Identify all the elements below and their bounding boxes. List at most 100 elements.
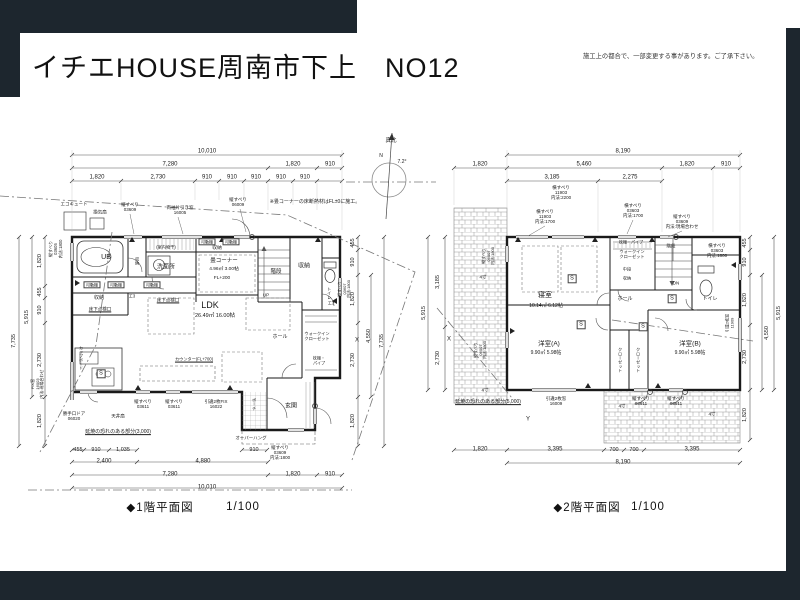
annotation-label: エ3 <box>327 300 335 306</box>
annotation-label: FL+200 <box>213 276 231 282</box>
annotation-label: ※畳コーナーの床断熱材はFL±0に施工。 <box>269 199 361 206</box>
annotation-label: 横すべり 03603 内法:1700 <box>622 203 644 219</box>
annotation-label: 縦すべり 06007 内法:1800 <box>481 246 496 266</box>
annotation-label: エ3 <box>128 293 136 299</box>
dimension-label: 5,915 <box>420 306 427 320</box>
dimension-label: 910 <box>36 305 43 315</box>
annotation-label: ホール <box>617 296 633 303</box>
annotation-label: 延焼の恐れのある部分(3,000) <box>85 429 151 436</box>
annotation-label: UB <box>101 253 111 261</box>
annotation-label: 10.14㎡ 6.12帖 <box>529 303 563 310</box>
shutter-symbol: S <box>667 294 677 304</box>
dimension-label: 1,820 <box>472 446 488 453</box>
annotation-label: 縦すべり 03607 内法:1800 <box>337 279 352 299</box>
annotation-label: 縦すべり 03605 内法:1800 <box>47 239 63 259</box>
dimension-label: 910 <box>299 174 311 181</box>
annotation-label: DN <box>672 280 680 286</box>
dimension-label: 10,010 <box>197 148 217 155</box>
annotation-label: カップボード <box>79 346 84 370</box>
annotation-label: 縦すべり 06007 内法:1800 <box>473 340 488 360</box>
annotation-label: 階段 <box>270 268 282 275</box>
annotation-label: クローゼット <box>636 347 642 373</box>
north-label: 真北 <box>385 138 397 144</box>
dimension-label: 1,820 <box>285 471 301 478</box>
dimension-label: 5,460 <box>576 161 592 168</box>
annotation-label: ポーチ <box>252 397 258 411</box>
annotation-label: 床下点検口 <box>156 297 180 303</box>
dimension-label: 10,010 <box>197 484 217 491</box>
dimension-label: 1,820 <box>89 174 105 181</box>
dimension-label: 7,735 <box>378 334 385 348</box>
dimension-label: 910 <box>249 446 259 453</box>
annotation-label: 可動棚 <box>107 281 125 289</box>
shutter-symbol: S <box>96 369 106 379</box>
annotation-label: ウォークイン クローゼット <box>304 331 330 341</box>
dimension-label: 4,550 <box>763 326 770 340</box>
annotation-label: 天井扇 <box>111 413 125 419</box>
annotation-label: 4.96㎡ 3.00帖 <box>209 267 239 273</box>
annotation-label: 収納 <box>93 295 105 302</box>
first-floor-caption: ◆1階平面図 <box>126 502 194 514</box>
first-floor-scale: 1/100 <box>226 501 260 513</box>
annotation-label: 横すべり 11903 内法:2200 <box>550 185 572 201</box>
border-bar-right <box>786 28 800 600</box>
border-bar-left <box>0 0 20 97</box>
shutter-symbol: S <box>567 274 577 284</box>
dimension-label: 3,395 <box>547 446 563 453</box>
dimension-label: 2,275 <box>622 174 638 181</box>
annotation-label: 畳コーナー <box>210 257 238 264</box>
dimension-label: 1,820 <box>36 414 43 428</box>
shutter-symbol: S <box>576 320 586 330</box>
annotation-label: 延焼の恐れのある部分(5,000) <box>455 399 521 406</box>
dimension-label: 1,820 <box>349 414 356 428</box>
annotation-label: 縦すべり 03611 <box>667 395 685 406</box>
dimension-label: 1,820 <box>679 161 695 168</box>
annotation-label: 枕棚・パイプ <box>619 239 643 245</box>
annotation-label: 可動棚 <box>143 281 161 289</box>
dimension-label: 910 <box>275 174 287 181</box>
annotation-label: 寝室 <box>538 291 552 299</box>
dimension-label: 455 <box>349 238 356 248</box>
dimension-label: 700 <box>629 446 639 453</box>
annotation-label: 縦すべり 03611 <box>632 395 650 406</box>
dimension-label: 2,730 <box>150 174 166 181</box>
annotation-label: Y <box>525 416 531 423</box>
annotation-label: 階段 <box>666 243 676 249</box>
annotation-label: 可動棚 <box>198 238 216 246</box>
dimension-label: 1,820 <box>472 161 488 168</box>
dimension-label: 8,190 <box>615 459 631 466</box>
dimension-label: 910 <box>349 257 356 267</box>
annotation-label: トイレ <box>702 296 718 303</box>
north-angle-label: 7.2° <box>397 159 407 165</box>
dimension-label: 910 <box>741 257 748 267</box>
annotation-label: 可動棚 <box>83 281 101 289</box>
annotation-label: 9.90㎡ 5.98帖 <box>530 350 562 357</box>
dimension-label: 5,915 <box>23 310 30 324</box>
annotation-label: UP <box>262 292 270 298</box>
north-n-label: N <box>379 153 383 159</box>
dimension-label: 2,730 <box>434 351 441 365</box>
dimension-label: 910 <box>250 174 262 181</box>
annotation-label: 縦すべり 03611 <box>134 398 152 409</box>
border-bar-bottom <box>0 571 800 600</box>
dimension-label: 910 <box>226 174 238 181</box>
annotation-label: 引違2枚窓 11909 <box>724 313 734 333</box>
dimension-label: 1,820 <box>285 161 301 168</box>
annotation-label: 縦すべり 03611 <box>165 398 183 409</box>
shutter-symbol: S <box>638 322 648 332</box>
annotation-label: 洋室(B) <box>679 340 701 348</box>
annotation-label: 収納 <box>135 256 141 266</box>
annotation-label: オーバーハング <box>235 435 267 441</box>
dimension-label: 910 <box>720 161 732 168</box>
annotation-label: トイレ <box>327 286 333 300</box>
annotation-label: 横すべり 03603 内法:1800 <box>706 243 728 259</box>
dimension-label: 5,915 <box>775 306 782 320</box>
annotation-label: 縦すべり 06009 <box>229 196 247 207</box>
dimension-label: 455 <box>36 287 43 297</box>
annotation-label: カウンター(FL+700) <box>174 356 214 362</box>
dimension-label: 910 <box>91 446 101 453</box>
annotation-label: 収納 <box>622 275 632 281</box>
dimension-label: 3,185 <box>544 174 560 181</box>
